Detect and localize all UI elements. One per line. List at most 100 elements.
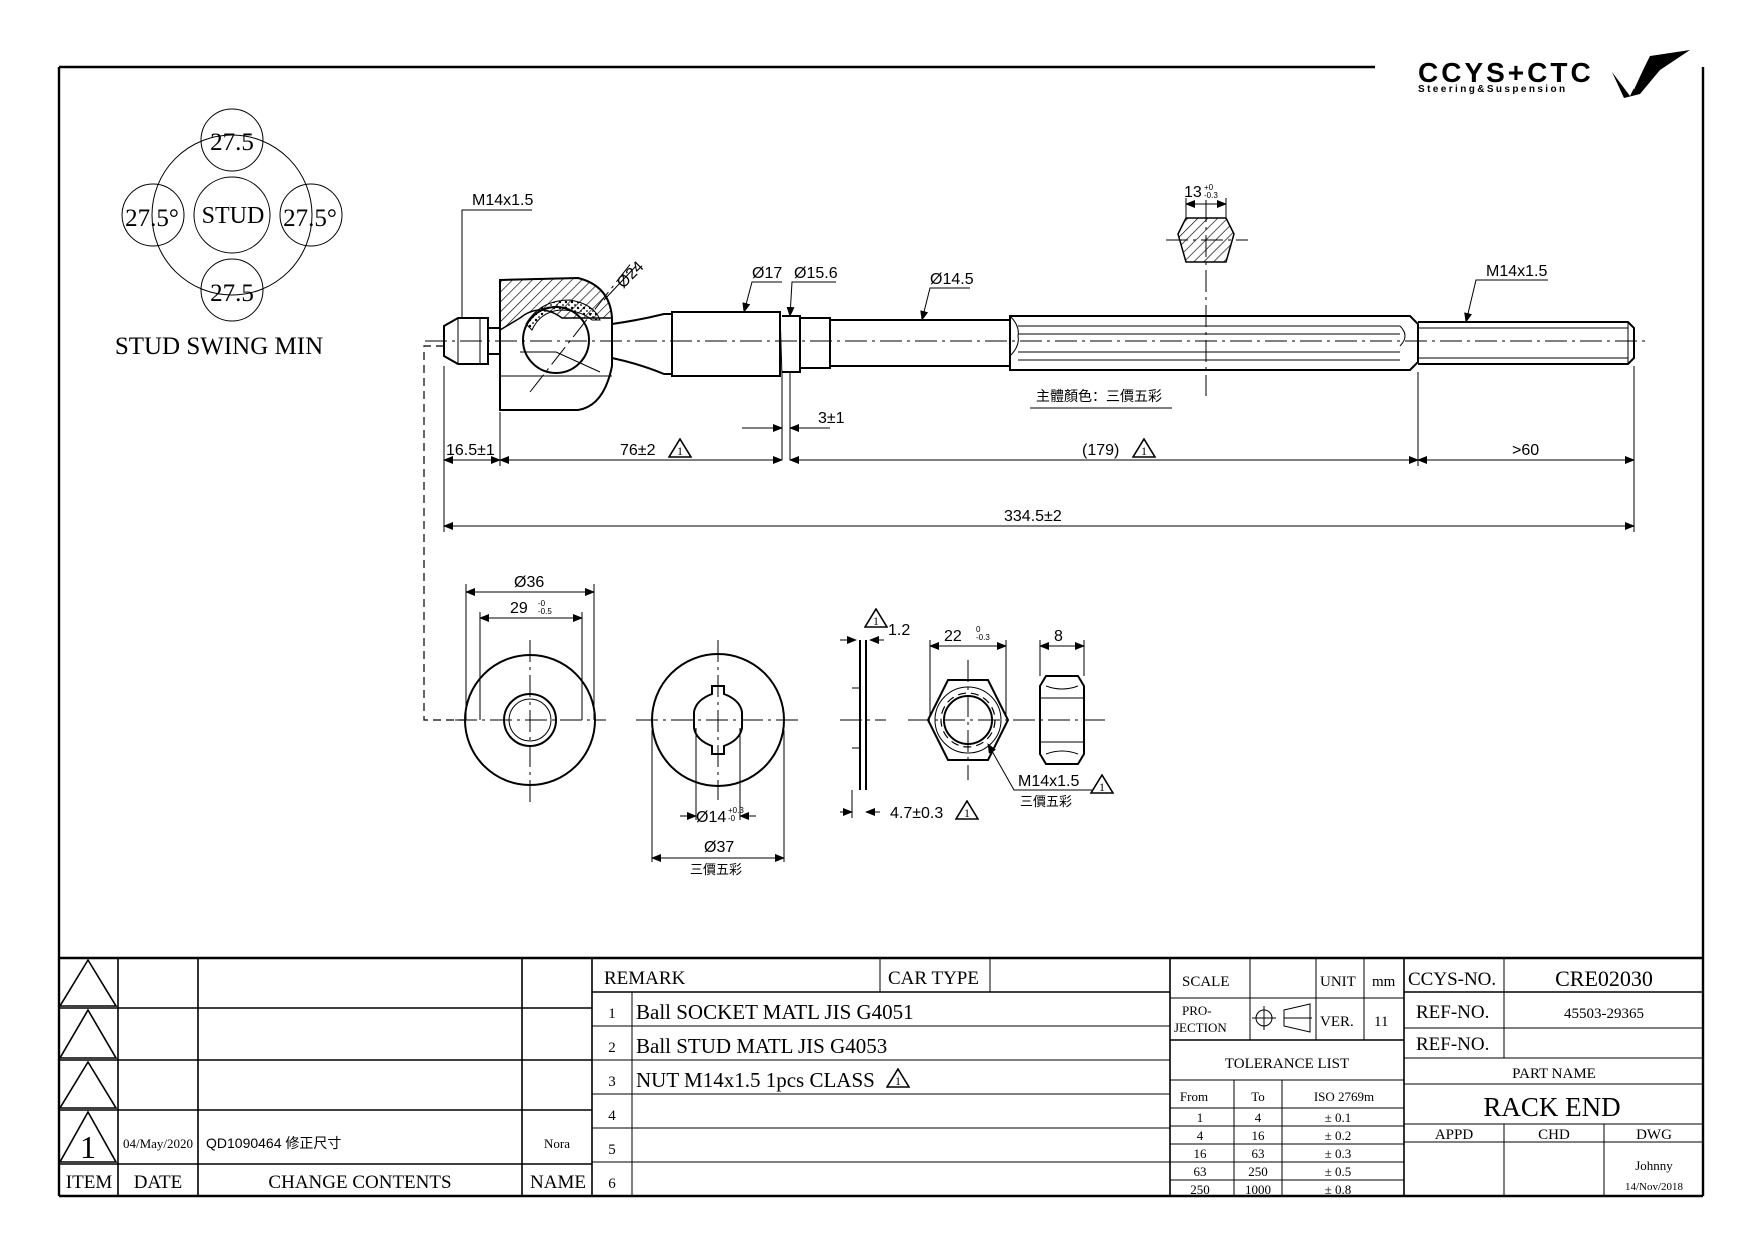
ref-no-label: REF-NO.	[1416, 1002, 1489, 1023]
dim-ball-dia: Ø24	[614, 258, 647, 291]
remark-text: NUT M14x1.5 1pcs CLASS	[636, 1068, 875, 1092]
remark-no: 5	[608, 1142, 616, 1158]
rev-header-name: NAME	[530, 1172, 586, 1193]
dim-hex-tol-up: +0	[1204, 183, 1214, 192]
dim-gap: 3±1	[818, 410, 845, 427]
remark-no: 3	[608, 1074, 616, 1090]
tolerance-block: SCALE UNIT mm PRO- JECTION VER. 11 TOLER…	[1170, 958, 1405, 1197]
projection-label: JECTION	[1174, 1020, 1227, 1035]
dim-washer-d14-tol-up: +0.3	[728, 806, 744, 815]
dim-nut-thk: 8	[1054, 628, 1063, 645]
ref-no-label: REF-NO.	[1416, 1034, 1489, 1055]
dim-boot-29-tol-up: -0	[538, 599, 546, 608]
remark-no: 1	[608, 1006, 616, 1022]
tol-from: 63	[1194, 1164, 1207, 1179]
dim-overall: 334.5±2	[1004, 508, 1062, 525]
dim-d17: Ø17	[752, 265, 782, 282]
dim-hex-tol-dn: -0.3	[1204, 191, 1218, 200]
dim-nut-thread: M14x1.5	[1018, 773, 1079, 790]
dim-nut-af: 22	[944, 628, 962, 645]
ver-label: VER.	[1320, 1014, 1354, 1030]
remark-text: Ball STUD MATL JIS G4053	[636, 1034, 887, 1058]
tol-value: ± 0.5	[1325, 1164, 1352, 1179]
ccys-no: CRE02030	[1555, 966, 1653, 991]
unit-value: mm	[1372, 974, 1396, 990]
rev-header-contents: CHANGE CONTENTS	[268, 1172, 451, 1193]
dim-washer-d14: Ø14	[696, 809, 726, 826]
ref-no-1: 45503-29365	[1564, 1006, 1644, 1022]
swing-right-value: 27.5°	[283, 205, 337, 232]
tol-value: ± 0.3	[1325, 1146, 1352, 1161]
third-angle-projection-icon	[1252, 1003, 1312, 1033]
dim-d145: Ø14.5	[930, 271, 974, 288]
remark-label: REMARK	[604, 968, 686, 989]
tol-from: 250	[1190, 1182, 1210, 1197]
ver-value: 11	[1374, 1014, 1388, 1030]
dim-socket-len: 76±2	[620, 442, 656, 459]
ccys-no-label: CCYS-NO.	[1408, 969, 1496, 990]
projection-label: PRO-	[1182, 1003, 1212, 1018]
scale-label: SCALE	[1182, 974, 1230, 990]
dim-washer-d14-tol-dn: -0	[728, 814, 736, 823]
part-info-block: CCYS-NO. CRE02030 REF-NO. 45503-29365 RE…	[1404, 958, 1703, 1196]
remarks-table: REMARK CAR TYPE 1 Ball SOCKET MATL JIS G…	[592, 958, 1171, 1196]
tol-to: 4	[1255, 1110, 1262, 1125]
warning-triangle-icon	[864, 608, 888, 628]
washer-finish: 三價五彩	[690, 862, 742, 877]
tol-to: 16	[1252, 1128, 1266, 1143]
revision-triangle-icon	[58, 1008, 118, 1059]
warning-triangle-icon	[668, 438, 692, 458]
remark-no: 4	[608, 1108, 616, 1124]
logo-swoosh-icon	[1612, 50, 1690, 98]
washer-view: Ø14 +0.3 -0 Ø37 三價五彩	[636, 640, 800, 877]
revision-triangle-icon	[58, 1060, 118, 1109]
nut-finish: 三價五彩	[1020, 794, 1072, 809]
dim-stud-len: 16.5±1	[446, 442, 495, 459]
main-view-dimensions: M14x1.5 Ø24 Ø17 Ø15.6 Ø14.5 13 +0 -0.3 M…	[423, 183, 1635, 721]
dim-boot-d36: Ø36	[514, 574, 544, 591]
tol-value: ± 0.2	[1325, 1128, 1352, 1143]
dim-thread-len: >60	[1512, 442, 1539, 459]
part-name-label: PART NAME	[1512, 1066, 1596, 1082]
swing-center-label: STUD	[202, 203, 265, 229]
remark-no: 2	[608, 1040, 616, 1056]
dim-plate-thk: 1.2	[888, 622, 910, 639]
dim-d156: Ø15.6	[794, 265, 838, 282]
tol-from: 4	[1197, 1128, 1204, 1143]
tol-value: ± 0.8	[1325, 1182, 1352, 1197]
dim-plate-len: 4.7±0.3	[890, 805, 943, 822]
dim-rod-len: (179)	[1082, 442, 1119, 459]
swing-caption: STUD SWING MIN	[115, 333, 323, 360]
warning-triangle-icon	[1132, 438, 1156, 458]
swing-left-value: 27.5°	[125, 205, 179, 232]
swing-top-value: 27.5	[210, 129, 254, 156]
tol-header-to: To	[1251, 1089, 1265, 1104]
boot-view: Ø36 29 -0 -0.5	[455, 574, 606, 806]
warning-triangle-icon	[1090, 774, 1114, 794]
rev-header-date: DATE	[134, 1172, 183, 1193]
dim-hex: 13	[1184, 184, 1202, 201]
swing-bottom-value: 27.5	[210, 280, 254, 307]
body-color-note: 主體顏色：三價五彩	[1036, 388, 1162, 404]
logo-brand: CCYS+CTC	[1418, 57, 1594, 88]
revision-triangle-icon	[58, 958, 118, 1007]
tol-header-from: From	[1180, 1089, 1208, 1104]
dim-nut-af-tol-up: 0	[976, 625, 981, 634]
warning-triangle-icon	[955, 800, 979, 820]
revision-name: Nora	[544, 1136, 570, 1151]
tol-header-iso: ISO 2769m	[1314, 1089, 1374, 1104]
dwg-name: Johnny	[1635, 1158, 1673, 1173]
nut-view: 22 0 -0.3 8 M14x1.5 三價五彩	[908, 625, 1114, 809]
dim-boot-29-tol-dn: -0.5	[538, 607, 552, 616]
tol-to: 250	[1248, 1164, 1268, 1179]
revision-mark: 1	[80, 1129, 96, 1165]
company-logo: CCYS+CTC Steering&Suspension	[1418, 50, 1690, 98]
rev-header-item: ITEM	[66, 1172, 113, 1193]
dim-thread-right: M14x1.5	[1486, 263, 1547, 280]
revision-date: 04/May/2020	[123, 1136, 193, 1151]
revision-content: QD1090464 修正尺寸	[206, 1135, 341, 1151]
dim-thread-left: M14x1.5	[472, 192, 533, 209]
stud-swing-diagram: 27.5 27.5 27.5° 27.5° STUD STUD SWING MI…	[115, 108, 343, 360]
dim-washer-d37: Ø37	[704, 839, 734, 856]
